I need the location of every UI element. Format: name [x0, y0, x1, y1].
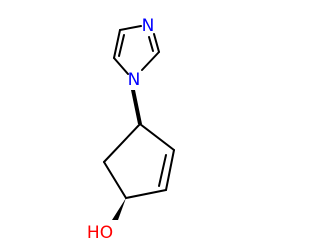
- bond-c4-n3: [119, 25, 142, 31]
- bond-c5-c4: [113, 29, 121, 59]
- cyclopentene-ring: [103, 123, 175, 199]
- bond-c4-c5: [139, 123, 175, 151]
- bond-c2-n1: [141, 51, 160, 71]
- imidazole-ring: [113, 25, 160, 75]
- atom-hydroxyl: HO: [87, 223, 113, 243]
- bond-c5-c4-inner: [118, 34, 125, 57]
- molecule-structure-diagram: N N HO: [87, 16, 175, 243]
- wedge-bond-c1-o: [112, 198, 126, 220]
- bond-c5-c6-inner: [158, 154, 167, 187]
- bond-c6-c1: [125, 189, 167, 199]
- bond-n1-c5: [113, 57, 129, 75]
- atom-imidazole-n1: N: [128, 70, 141, 90]
- atom-imidazole-n3: N: [142, 16, 155, 36]
- wedge-bond-c4-n1-fill: [133, 91, 141, 124]
- bond-ch2-c4: [103, 123, 141, 163]
- bond-n3-c2: [153, 33, 160, 53]
- bond-n3-c2-inner: [148, 36, 154, 52]
- bond-c1-ch2: [103, 161, 127, 199]
- bond-c5-c6: [165, 149, 175, 191]
